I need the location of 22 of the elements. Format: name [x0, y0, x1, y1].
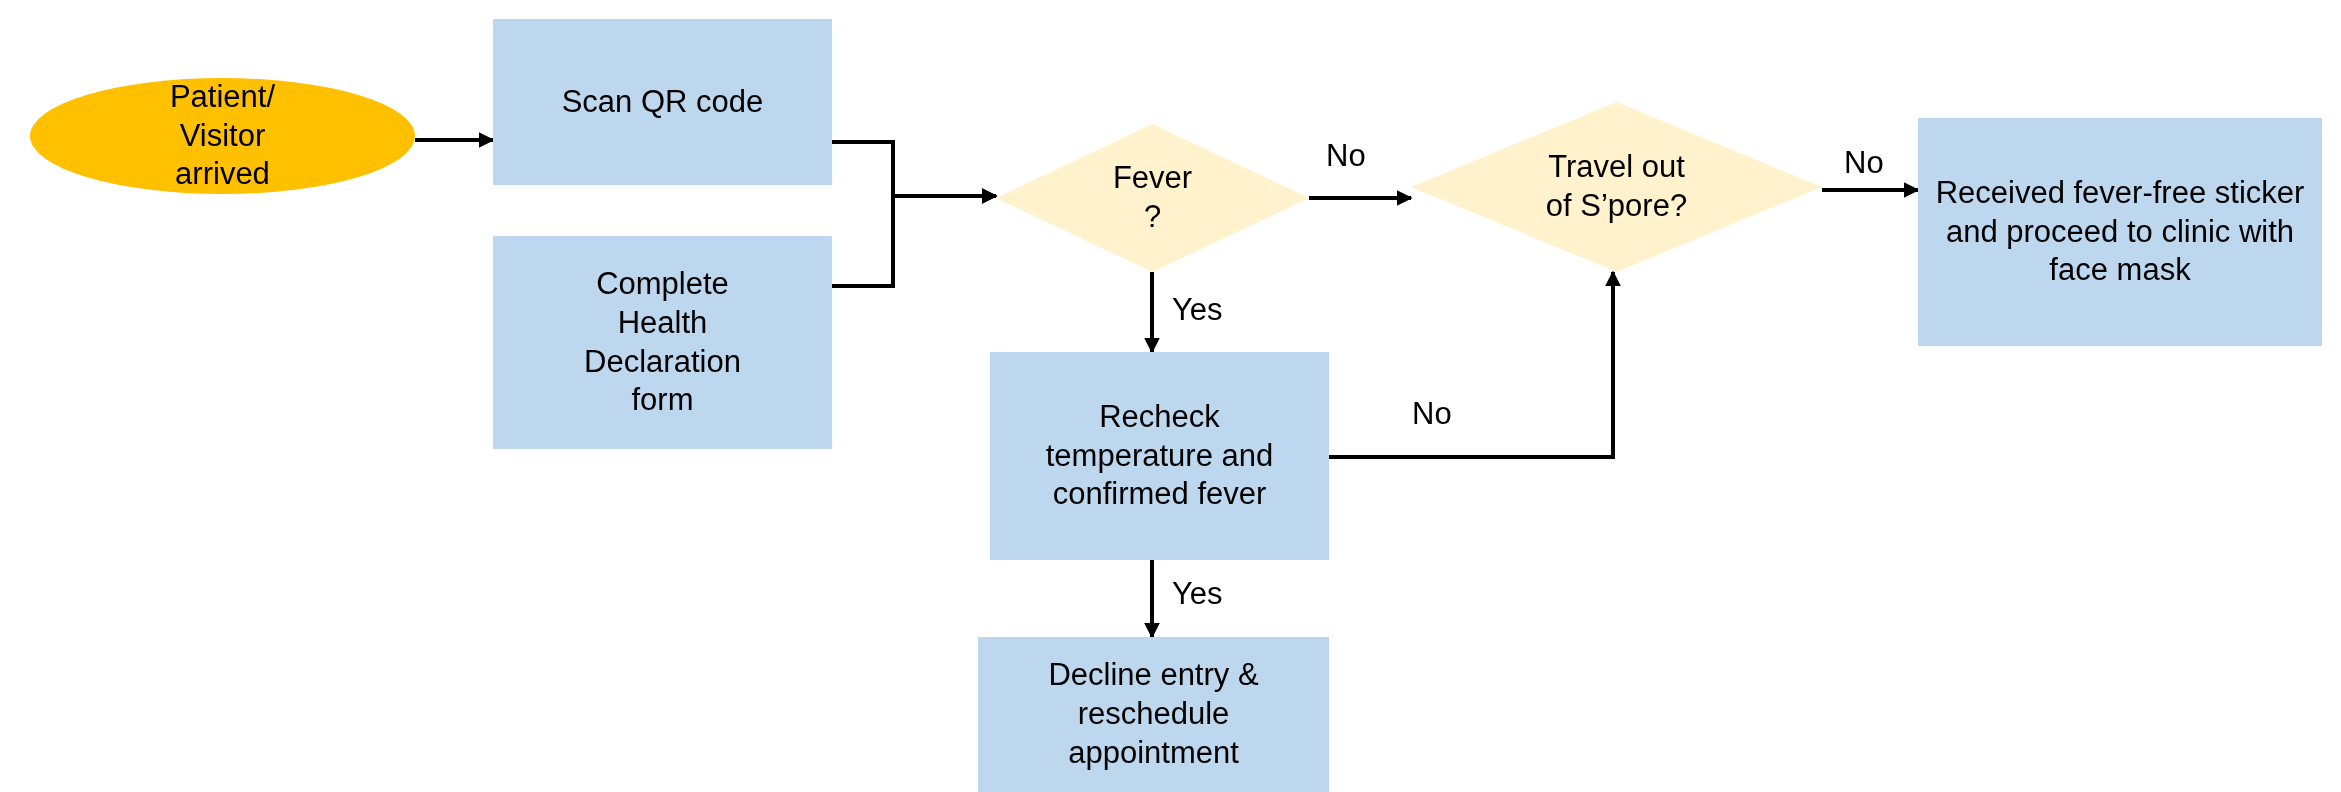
arrow — [1144, 272, 1160, 354]
node-text: Complete Health Declaration form — [583, 265, 742, 420]
process-box — [978, 637, 1329, 792]
arrow — [415, 132, 495, 148]
arrow — [832, 188, 998, 288]
process-box — [990, 352, 1329, 560]
process-box — [493, 19, 832, 185]
arrow — [1144, 560, 1160, 639]
decision-diamond — [996, 124, 1309, 272]
node-text: Fever ? — [1112, 159, 1193, 236]
node-text: Scan QR code — [561, 82, 764, 121]
node-text: Travel out of S’pore? — [1544, 148, 1689, 225]
decision-diamond — [1411, 102, 1822, 272]
arrow — [1822, 182, 1920, 198]
arrow — [1329, 270, 1621, 459]
arrow — [1309, 190, 1413, 206]
process-box — [493, 236, 832, 449]
node-text: Recheck temperature and confirmed fever — [1044, 397, 1275, 514]
node-text: Patient/ Visitor arrived — [168, 77, 277, 194]
process-box — [1918, 118, 2322, 346]
node-text: Decline entry & reschedule appointment — [1047, 656, 1260, 772]
node-text: Received fever-free sticker and proceed to clinic with face mask — [1935, 173, 2305, 290]
